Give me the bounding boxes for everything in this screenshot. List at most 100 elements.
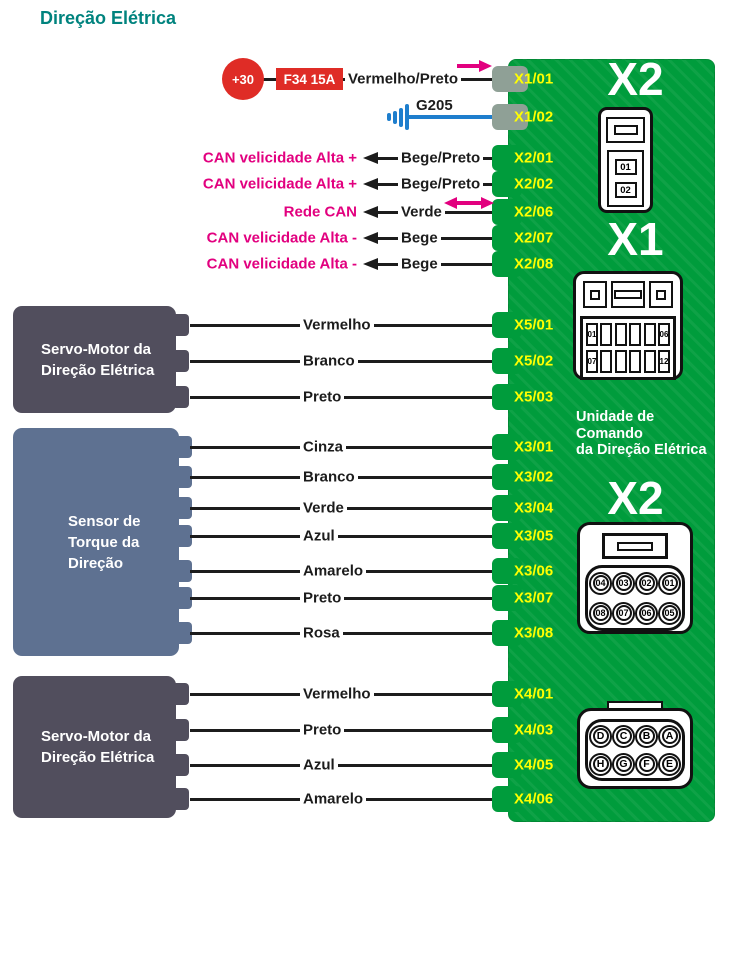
connector-slot (643, 350, 656, 373)
ground-label: G205 (416, 97, 453, 114)
device-pin-tab (175, 525, 192, 547)
can-function-label: CAN velicidade Alta - (206, 229, 357, 247)
wire-color-label: Azul (300, 527, 338, 545)
connector-pin-label: C (615, 728, 632, 744)
wire-color-label: Bege (398, 255, 441, 273)
device-label-line: Direção Elétrica (41, 749, 155, 766)
signal-arrow-icon (363, 258, 378, 270)
device-pin-tab (175, 497, 192, 519)
connector-pin-label: 02 (638, 575, 655, 591)
connector-pin-circle: 07 (612, 601, 635, 625)
arrow-head (444, 197, 457, 209)
arrow-tail (457, 201, 481, 205)
device-label-line: Servo-Motor da (41, 340, 152, 358)
pin-label: X4/01 (514, 685, 554, 703)
pin-label: X2/06 (514, 203, 554, 221)
connector-pin-circle: 03 (612, 571, 635, 595)
pin-label: X3/05 (514, 527, 554, 545)
pin-label: X5/03 (514, 388, 554, 406)
device-pin-tab (172, 719, 189, 741)
pin-tab (492, 523, 522, 549)
pin-tab (492, 251, 522, 277)
pin-tab (492, 171, 522, 197)
wire-color-label: Verde (300, 499, 347, 517)
pin-label: X2/02 (514, 175, 554, 193)
connector-pin-circle: A (658, 724, 681, 748)
device-box: Servo-Motor da Direção Elétrica (13, 676, 176, 818)
connector-slot: 06 (657, 323, 670, 346)
device-pin-tab (175, 622, 192, 644)
wire-color-label: Azul (300, 756, 338, 774)
pin-tab (492, 434, 522, 460)
terminal-30-symbol: +30 (222, 58, 264, 100)
device-pin-tab (175, 560, 192, 582)
wire-color-label: Preto (300, 589, 345, 607)
connector-pin-circle: H (589, 752, 612, 776)
pin-tab (492, 464, 522, 490)
device-pin-tab (172, 314, 189, 336)
connector-heading-x2: X2 (607, 53, 664, 105)
connector-pin-circle: G (612, 752, 635, 776)
pin-tab (492, 495, 522, 521)
wire-color-label: Verde (398, 203, 445, 221)
connector-slot: 12 (657, 350, 670, 373)
wire-color-label: Vermelho (300, 685, 374, 703)
wire-color-label: Cinza (300, 438, 347, 456)
connector-slot (614, 350, 627, 373)
ecu-name-line: da Direção Elétrica (576, 442, 707, 458)
can-function-label: Rede CAN (283, 203, 357, 221)
connector-keyways (583, 281, 673, 308)
device-pin-tab (175, 466, 192, 488)
pin-tab (492, 104, 528, 130)
connector-heading-x1: X1 (607, 213, 664, 265)
pin-label: X4/06 (514, 790, 554, 808)
can-function-label: CAN velicidade Alta + (202, 149, 357, 167)
pin-tab (492, 620, 522, 646)
connector-keyway (606, 117, 645, 143)
signal-arrow-icon (363, 206, 378, 218)
pin-tab (492, 384, 522, 410)
ground-wire (409, 115, 496, 119)
pin-tab (492, 585, 522, 611)
device-pin-tab (172, 350, 189, 372)
wire-color-label: Bege (398, 229, 441, 247)
connector-pin-circle: F (635, 752, 658, 776)
connector-pin-label: H (592, 756, 609, 772)
wire-color-label: Bege/Preto (398, 149, 484, 167)
arrow-tail (457, 64, 479, 68)
ground-icon (387, 104, 409, 130)
pin-tab (492, 786, 522, 812)
wire-color-label: Vermelho/Preto (345, 70, 462, 88)
bidirectional-arrow-icon (444, 197, 494, 209)
device-pin-tab (172, 788, 189, 810)
pin-label: X5/02 (514, 352, 554, 370)
pin-tab (492, 312, 522, 338)
connector-pin-label: 08 (592, 605, 609, 621)
connector-pin-label: 07 (615, 605, 632, 621)
wire-color-label: Vermelho (300, 316, 374, 334)
ecu-name-line: Comando (576, 425, 643, 442)
pin-label: X4/03 (514, 721, 554, 739)
wire-color-label: Rosa (300, 624, 343, 642)
wire-color-label: Amarelo (300, 790, 367, 808)
ecu-name-line: Unidade de (576, 409, 655, 425)
device-pin-tab (172, 683, 189, 705)
connector-keyway (602, 533, 668, 559)
device-label-line: Servo-Motor da (41, 728, 152, 745)
can-function-label: CAN velicidade Alta - (206, 255, 357, 273)
signal-arrow-icon (363, 178, 378, 190)
connector-pin-label: 01 (661, 575, 678, 591)
pin-label: X1/02 (514, 108, 554, 126)
device-label-line: Torque da (68, 533, 140, 551)
connector-slot (629, 350, 642, 373)
device-pin-tab (172, 386, 189, 408)
pin-label: X4/05 (514, 756, 554, 774)
connector-pin-label: 06 (638, 605, 655, 621)
